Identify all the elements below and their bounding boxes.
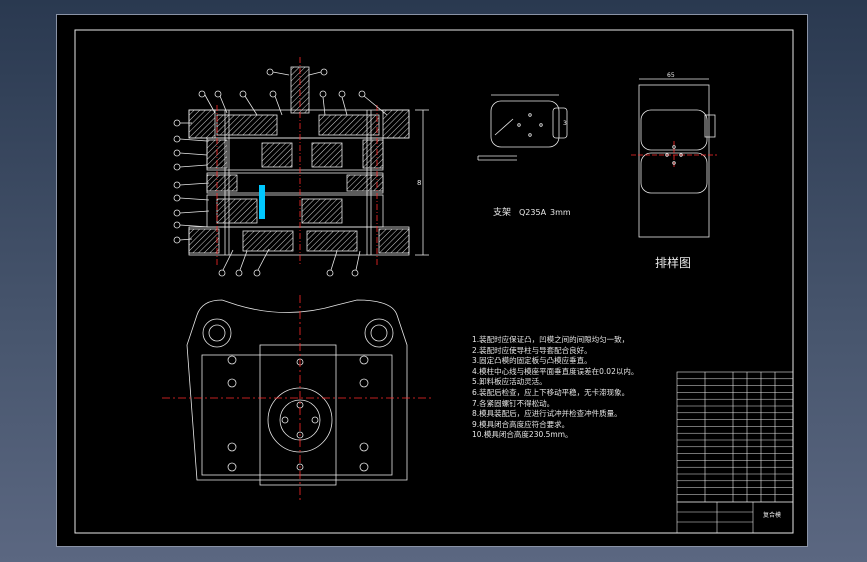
note-line: 7.各紧固螺钉不得松动。: [472, 398, 555, 408]
title-block-rows: [677, 378, 793, 495]
note-line: 6.装配后检查，应上下移动平稳，无卡滞现象。: [472, 387, 630, 397]
part-drawing: [477, 94, 568, 161]
strip-layout: [631, 78, 717, 238]
part-name: 支架: [493, 206, 511, 218]
title-block: [676, 371, 794, 534]
dim-height-label: 8: [417, 179, 421, 187]
note-line: 8.模具装配后，应进行试冲并检查冲件质量。: [472, 409, 622, 419]
part-material: Q235A: [519, 208, 547, 217]
drawing-frame: [74, 29, 794, 534]
strip-width-label: 65: [667, 72, 675, 79]
part-balloons: [173, 68, 388, 277]
drawing-canvas: 8 支架 Q235A 3mm 3 65: [74, 29, 794, 534]
section-view: [173, 57, 429, 277]
drawing-name: 复合模: [763, 511, 781, 519]
note-line: 9.模具闭合高度应符合要求。: [472, 419, 570, 429]
plan-view: [162, 295, 432, 500]
punch-insert: [259, 185, 265, 219]
pitch-label: 3: [563, 120, 567, 127]
note-line: 10.模具闭合高度230.5mm。: [472, 430, 573, 440]
note-line: 5.卸料板应活动灵活。: [472, 377, 547, 387]
punch-plate: [206, 137, 384, 171]
lower-die-seat: [188, 226, 410, 256]
part-thickness: 3mm: [550, 208, 571, 217]
cad-viewport[interactable]: 8 支架 Q235A 3mm 3 65: [56, 14, 808, 547]
note-line: 1.装配时应保证凸，凹模之间的间隙均匀一致，: [472, 335, 630, 344]
note-line: 3.固定凸模的固定板与凸模应垂直。: [472, 356, 592, 366]
layout-title: 排样图: [655, 255, 691, 270]
note-line: 2.装配时应使导柱与导套配合良好。: [472, 345, 592, 355]
note-line: 4.模柱中心线与模座平面垂直度误差在0.02以内。: [472, 366, 639, 376]
technical-requirements: 1.装配时应保证凸，凹模之间的间隙均匀一致， 2.装配时应使导柱与导套配合良好。…: [472, 335, 672, 441]
